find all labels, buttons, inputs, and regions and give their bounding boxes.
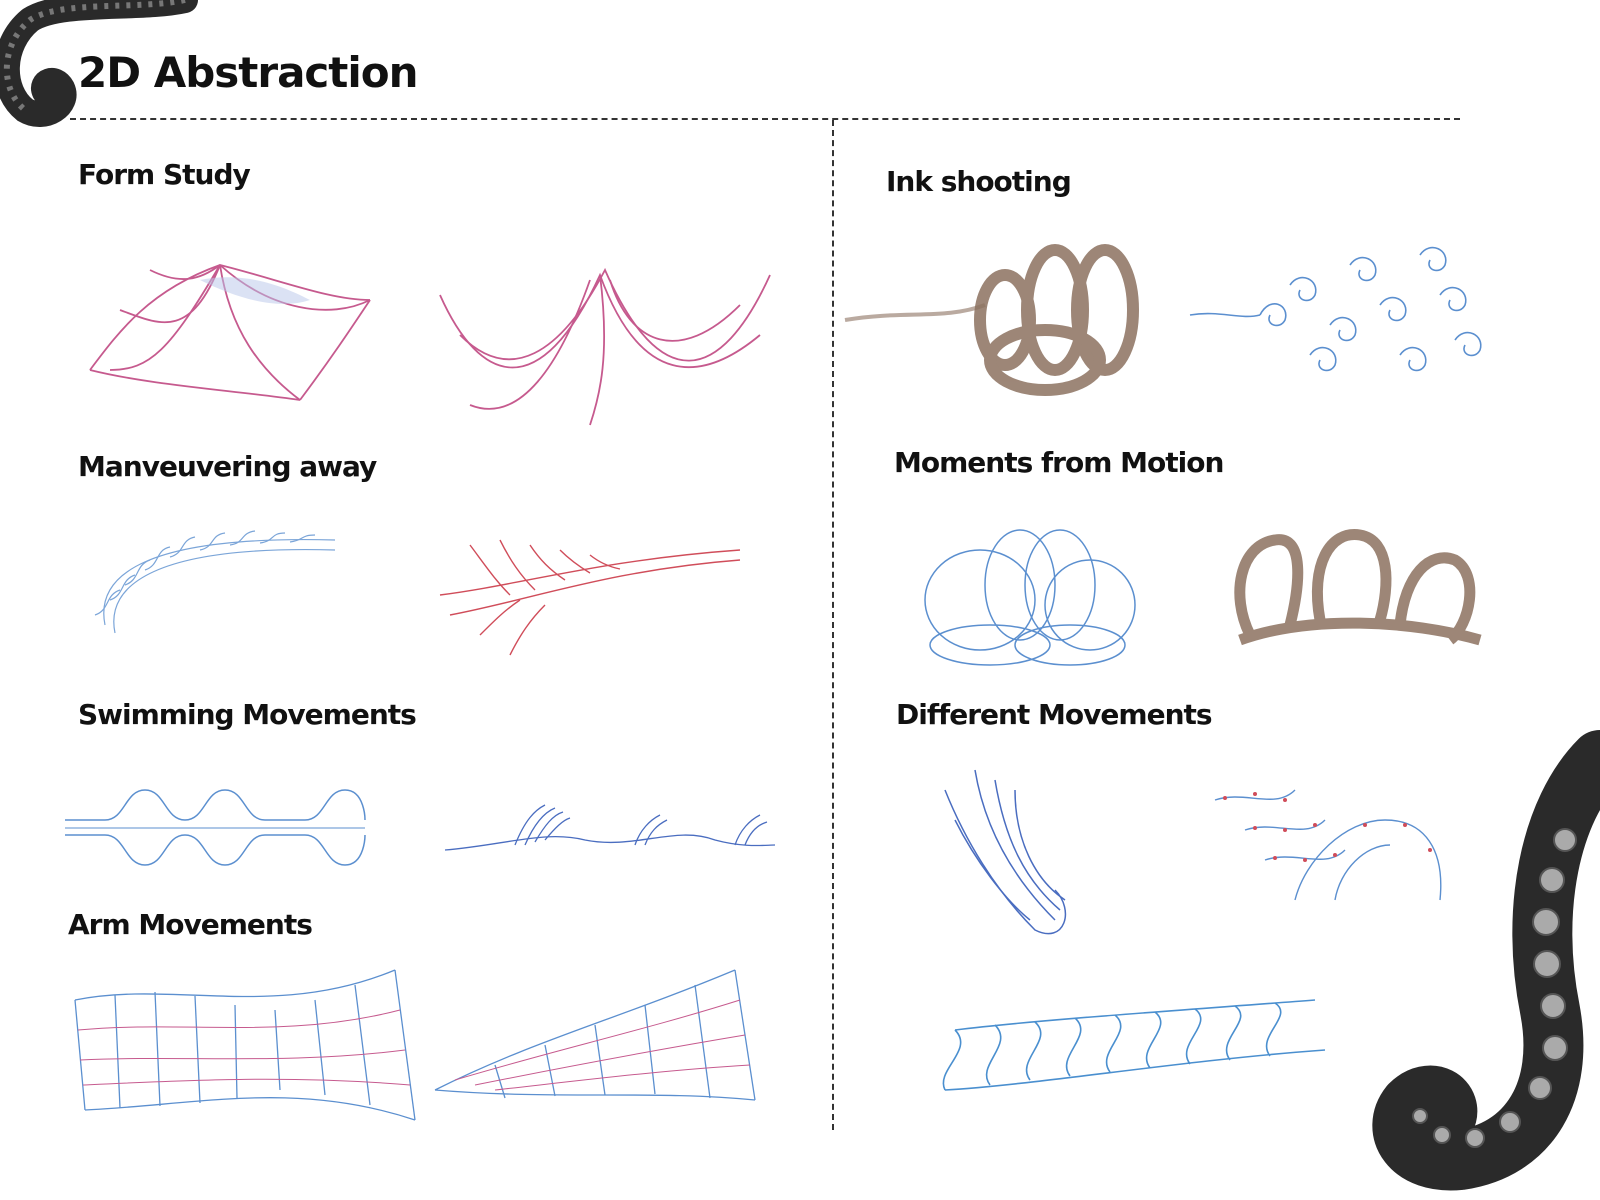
section-form-study: Form Study bbox=[78, 158, 251, 191]
section-ink: Ink shooting bbox=[886, 165, 1072, 198]
form-study-sketch-2 bbox=[439, 267, 771, 426]
tentacle-bottom-right-icon bbox=[1372, 730, 1600, 1191]
horizontal-divider bbox=[70, 118, 1460, 120]
swimming-sketch-1 bbox=[65, 789, 366, 866]
section-swimming: Swimming Movements bbox=[78, 698, 417, 731]
different-sketch-1 bbox=[944, 769, 1066, 935]
ink-sketch-2 bbox=[1189, 246, 1482, 372]
vertical-divider bbox=[832, 120, 834, 1130]
arm-sketch-2 bbox=[434, 969, 756, 1101]
different-sketch-3 bbox=[942, 999, 1326, 1091]
arm-sketch-1 bbox=[74, 969, 416, 1121]
ink-sketch-1 bbox=[844, 244, 1139, 396]
section-maneuvering: Manveuvering away bbox=[78, 450, 377, 483]
different-sketch-2 bbox=[1214, 789, 1442, 901]
form-study-sketch-1 bbox=[89, 264, 371, 401]
moments-sketch-1 bbox=[924, 529, 1136, 666]
maneuvering-sketch-1 bbox=[94, 530, 336, 634]
maneuvering-sketch-2 bbox=[439, 539, 741, 656]
section-different: Different Movements bbox=[896, 698, 1213, 731]
page-title: 2D Abstraction bbox=[78, 48, 419, 97]
moments-sketch-2 bbox=[1234, 529, 1482, 646]
section-moments: Moments from Motion bbox=[894, 446, 1224, 479]
tentacle-top-left-icon bbox=[0, 0, 198, 127]
section-arm: Arm Movements bbox=[68, 908, 313, 941]
swimming-sketch-2 bbox=[444, 804, 776, 851]
